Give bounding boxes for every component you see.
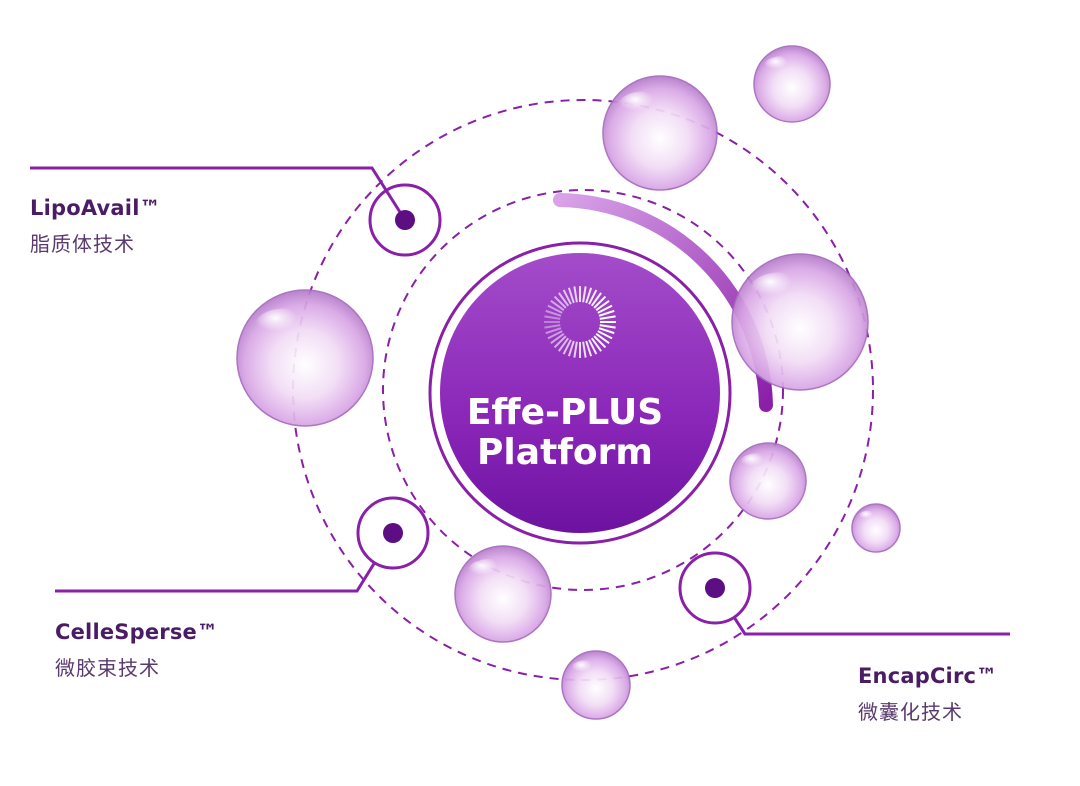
bubble-icon [851,503,901,553]
encap-node [678,551,752,625]
lipoavail-subtitle: 脂质体技术 [30,232,135,256]
bubble-icon [236,289,374,427]
lipo-connector-line [30,166,407,221]
cellesperse-name: CelleSperse™ [55,620,219,644]
celle-connector-line [55,532,395,593]
lipoavail-label: LipoAvail™ 脂质体技术 [30,196,161,257]
bubble-icon [729,442,807,520]
node-dot-icon [705,578,725,598]
encapcirc-name: EncapCirc™ [858,664,998,688]
center-platform-circle [440,253,720,533]
bubble-icon [454,545,552,643]
bubble-icon [753,45,831,123]
platform-title-line1: Effe-PLUS [466,392,664,433]
cellesperse-subtitle: 微胶束技术 [55,656,160,680]
platform-title-line2: Platform [477,432,653,473]
platform-logo-icon [544,286,616,358]
bubble-icon [602,75,718,191]
bubble-icon [561,650,631,720]
platform-title: Effe-PLUS Platform [440,393,690,473]
encapcirc-label: EncapCirc™ 微囊化技术 [858,664,997,725]
node-dot-icon [395,210,415,230]
lipo-node [368,183,442,257]
encapcirc-subtitle: 微囊化技术 [858,700,963,724]
node-dot-icon [383,523,403,543]
center-outline-ring [428,241,732,545]
inner-dashed-ring [382,189,784,591]
encap-connector-line [713,587,1010,636]
cellesperse-label: CelleSperse™ 微胶束技术 [55,620,218,681]
lipoavail-name: LipoAvail™ [30,196,161,220]
bubble-group [236,45,901,720]
celle-node [356,496,430,570]
bubble-icon [731,253,869,391]
